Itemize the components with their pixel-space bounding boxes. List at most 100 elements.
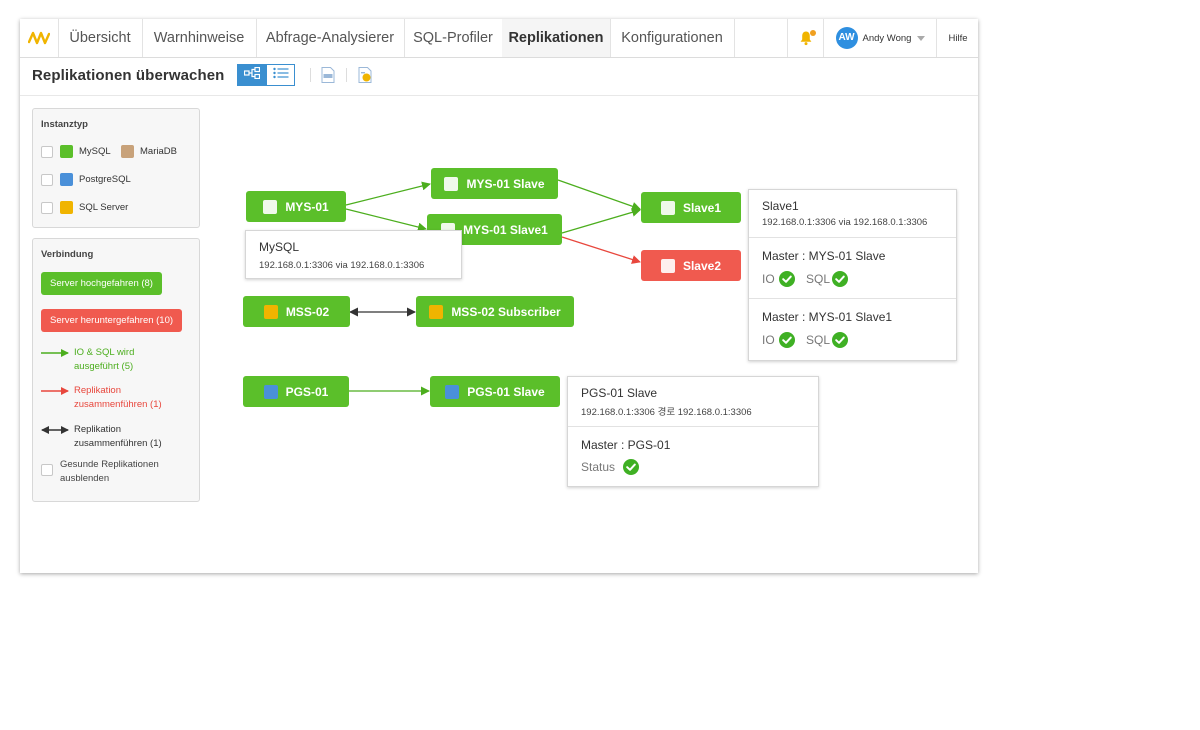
logo-icon[interactable] — [20, 19, 59, 57]
check-icon — [832, 332, 848, 348]
tab-uebersicht[interactable]: Übersicht — [58, 19, 143, 57]
node-pgs01-slave[interactable]: PGS-01 Slave — [430, 376, 560, 407]
hide-healthy-checkbox[interactable] — [41, 464, 53, 476]
mysql-label: MySQL — [79, 146, 111, 157]
sqlserver-icon — [263, 304, 278, 319]
node-label: Slave2 — [682, 258, 722, 273]
hide-healthy-line1: Gesunde Replikationen — [60, 459, 159, 470]
legend-line1: Replikation — [74, 385, 121, 396]
toolbar-divider — [346, 68, 347, 82]
master-label: Master : MYS-01 Slave1 — [762, 310, 893, 324]
tooltip-address: 192.168.0.1:3306 via 192.168.0.1:3306 — [259, 260, 425, 271]
legend-line1: IO & SQL wird — [74, 347, 135, 358]
legend-io-sql-running: IO & SQL wird ausgeführt (5) — [74, 346, 134, 374]
toolbar-divider — [310, 68, 311, 82]
master-label: Master : MYS-01 Slave — [762, 249, 886, 263]
sql-label: SQL — [806, 333, 831, 347]
chevron-down-icon — [917, 35, 926, 41]
mysql-checkbox[interactable] — [41, 146, 53, 158]
instance-type-title: Instanztyp — [41, 119, 88, 130]
tooltip-address: 192.168.0.1:3306 via 192.168.0.1:3306 — [762, 217, 928, 228]
server-down-button[interactable]: Server heruntergefahren (10) — [41, 309, 183, 332]
legend-line2: ausgeführt (5) — [74, 361, 134, 372]
instance-type-panel: Instanztyp MySQL MariaDB PostgreSQL SQL … — [32, 108, 200, 228]
edge-mys01-slave1-to-slave2 — [561, 236, 641, 264]
node-label: PGS-01 — [285, 384, 329, 399]
mysql-icon — [660, 200, 675, 215]
notifications-button[interactable] — [787, 19, 824, 57]
topology-view-icon — [243, 66, 260, 84]
master-section: Master : PGS-01 Status — [568, 426, 818, 487]
node-mss02[interactable]: MSS-02 — [243, 296, 350, 327]
postgresql-label: PostgreSQL — [79, 174, 131, 185]
help-label: Hilfe — [948, 32, 968, 44]
master-section: Master : MYS-01 Slave IO SQL — [749, 237, 956, 299]
user-menu[interactable]: AW Andy Wong — [823, 19, 937, 57]
mysql-icon — [60, 145, 73, 158]
tooltip-title: MySQL — [259, 240, 300, 254]
tab-sql-profiler[interactable]: SQL-Profiler — [404, 19, 503, 57]
page-title: Replikationen überwachen — [32, 67, 225, 84]
node-mys01-slave[interactable]: MYS-01 Slave — [431, 168, 558, 199]
postgresql-icon — [60, 173, 73, 186]
node-mys01-slave1[interactable]: MYS-01 Slave1 — [427, 214, 562, 245]
mysql-icon — [660, 258, 675, 273]
check-icon — [623, 459, 639, 475]
master-section: Master : MYS-01 Slave1 IO SQL — [749, 298, 956, 361]
mariadb-label: MariaDB — [140, 146, 177, 157]
node-pgs01[interactable]: PGS-01 — [243, 376, 349, 407]
connection-title: Verbindung — [41, 249, 94, 260]
postgresql-icon — [263, 384, 278, 399]
node-label: MYS-01 — [285, 199, 329, 214]
edge-mys01-to-mys01-slave1 — [345, 208, 427, 232]
server-up-button[interactable]: Server hochgefahren (8) — [41, 272, 162, 295]
legend-replication-bidirectional: Replikation zusammenführen (1) — [74, 423, 162, 451]
node-mys01[interactable]: MYS-01 — [246, 191, 346, 222]
tooltip-address: 192.168.0.1:3306 경로 192.168.0.1:3306 — [581, 407, 752, 418]
sqlserver-checkbox[interactable] — [41, 202, 53, 214]
tab-replikationen[interactable]: Replikationen — [502, 19, 611, 57]
hide-healthy-label: Gesunde Replikationen ausblenden — [60, 458, 159, 486]
mariadb-icon — [121, 145, 134, 158]
notification-dot — [810, 30, 816, 36]
report-icon[interactable] — [358, 67, 372, 83]
tab-abfrage-analysierer[interactable]: Abfrage-Analysierer — [256, 19, 405, 57]
edge-mys01-slave1-to-slave1 — [561, 207, 641, 234]
check-icon — [832, 271, 848, 287]
list-view-icon — [272, 66, 289, 84]
slave1-tooltip: Slave1 192.168.0.1:3306 via 192.168.0.1:… — [748, 189, 957, 361]
sqlserver-icon — [429, 304, 444, 319]
pdf-export-icon[interactable] — [321, 67, 335, 83]
postgresql-checkbox[interactable] — [41, 174, 53, 186]
list-view-button[interactable] — [266, 64, 295, 86]
tooltip-title: PGS-01 Slave — [581, 386, 658, 400]
topology-view-button[interactable] — [237, 64, 266, 86]
mysql-icon — [444, 176, 459, 191]
master-label: Master : PGS-01 — [581, 438, 671, 452]
node-label: MSS-02 — [285, 304, 330, 319]
help-link[interactable]: Hilfe — [936, 19, 978, 57]
node-slave2[interactable]: Slave2 — [641, 250, 741, 281]
node-label: PGS-01 Slave — [467, 384, 545, 399]
sql-label: SQL — [806, 272, 831, 286]
user-name: Andy Wong — [862, 32, 912, 44]
node-label: Slave1 — [682, 200, 722, 215]
sqlserver-icon — [60, 201, 73, 214]
node-label: MYS-01 Slave1 — [463, 222, 548, 237]
tab-konfigurationen[interactable]: Konfigurationen — [610, 19, 735, 57]
node-mss02-subscriber[interactable]: MSS-02 Subscriber — [416, 296, 574, 327]
app-window: Übersicht Warnhinweise Abfrage-Analysier… — [20, 19, 978, 573]
node-slave1[interactable]: Slave1 — [641, 192, 741, 223]
pgs01-slave-tooltip: PGS-01 Slave 192.168.0.1:3306 경로 192.168… — [567, 376, 819, 487]
mysql-icon — [263, 199, 278, 214]
check-icon — [779, 271, 795, 287]
legend-line2: zusammenführen (1) — [74, 438, 162, 449]
legend-line2: zusammenführen (1) — [74, 399, 162, 410]
tab-warnhinweise[interactable]: Warnhinweise — [142, 19, 257, 57]
legend-line1: Replikation — [74, 424, 121, 435]
postgresql-icon — [445, 384, 460, 399]
node-label: MYS-01 Slave — [466, 176, 545, 191]
top-nav: Übersicht Warnhinweise Abfrage-Analysier… — [20, 19, 978, 58]
hide-healthy-line2: ausblenden — [60, 473, 110, 484]
tooltip-title: Slave1 — [762, 199, 799, 213]
